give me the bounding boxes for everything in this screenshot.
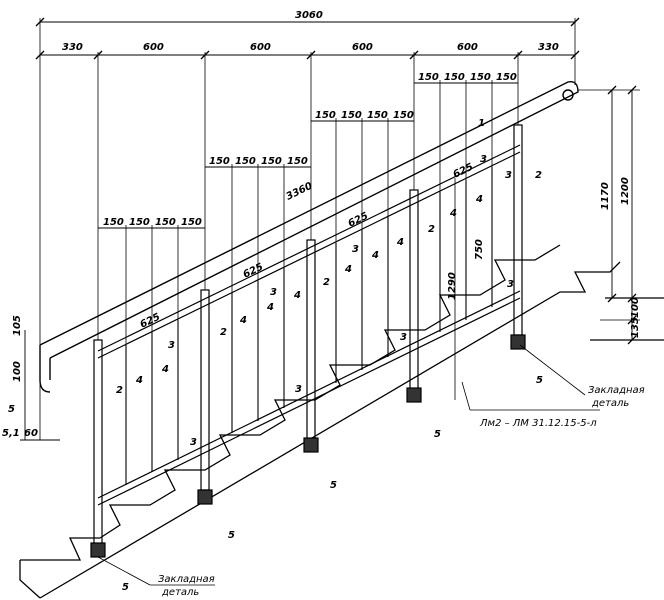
callout-baluster: 4 — [371, 250, 379, 261]
callout-embed: 5 — [536, 375, 543, 386]
dim-overall: 3060 — [295, 10, 323, 21]
callout-post: 2 — [428, 224, 435, 235]
spacing-label: 150 — [129, 217, 150, 228]
spacing-label: 150 — [287, 156, 308, 167]
callout-embed: 5 — [330, 480, 337, 491]
dim-seg-2: 600 — [143, 42, 164, 53]
note-reference: Лм2 – ЛМ 31.12.15-5-л — [479, 418, 597, 429]
spacing-label: 150 — [418, 72, 439, 83]
callout-embed: 5 — [228, 530, 235, 541]
spacing-label: 150 — [444, 72, 465, 83]
callout-rail: 3 — [507, 279, 514, 290]
callout-baluster: 4 — [266, 302, 274, 313]
dim-seg-5: 600 — [457, 42, 478, 53]
callout-baluster: 4 — [344, 264, 352, 275]
callout-baluster: 4 — [396, 237, 404, 248]
callout-baluster: 4 — [135, 375, 143, 386]
dimension-ticks — [35, 17, 637, 345]
spacing-label: 150 — [496, 72, 517, 83]
note-embedded-part: Закладная — [588, 385, 645, 396]
callout-handrail: 1 — [478, 118, 485, 129]
dim-height-total: 1200 — [620, 177, 631, 205]
spacing-label: 150 — [315, 110, 336, 121]
spacing-label: 150 — [341, 110, 362, 121]
dim-panel-4: 625 — [451, 162, 475, 181]
callout-embed: 5 — [122, 582, 129, 593]
callout-rail: 3 — [400, 332, 407, 343]
spacing-label: 150 — [155, 217, 176, 228]
dim-left-5: 5 — [8, 404, 15, 415]
dim-height-rail: 1170 — [600, 182, 611, 210]
dim-seg-3: 600 — [250, 42, 271, 53]
spacing-label: 150 — [235, 156, 256, 167]
callout-rail: 3 — [480, 154, 487, 165]
callout-embed: 5 — [434, 429, 441, 440]
note-embedded-part-bottom: Закладная — [158, 574, 215, 585]
embedded-parts — [90, 334, 526, 558]
dim-seg-1: 330 — [62, 42, 83, 53]
spacing-label: 150 — [367, 110, 388, 121]
dim-height-base: 100 — [630, 297, 641, 318]
dim-left-51: 5,1 — [2, 428, 20, 439]
callout-rail: 3 — [505, 170, 512, 181]
dim-left-100: 100 — [12, 361, 23, 382]
extension-lines — [39, 18, 640, 440]
callout-rail: 3 — [352, 244, 359, 255]
note-embedded-part-bottom-2: деталь — [161, 587, 199, 598]
balusters — [125, 167, 493, 485]
dim-rail-length: 3360 — [284, 181, 314, 203]
reference-leader — [97, 344, 600, 586]
dim-seg-6: 330 — [538, 42, 559, 53]
dim-left-105: 105 — [12, 315, 23, 336]
callout-post: 2 — [116, 385, 123, 396]
spacing-label: 150 — [181, 217, 202, 228]
callout-post: 2 — [220, 327, 227, 338]
callout-rail: 3 — [270, 287, 277, 298]
note-embedded-part-2: деталь — [591, 398, 629, 409]
callout-rail: 3 — [295, 384, 302, 395]
lower-rail — [97, 290, 521, 506]
callout-baluster: 4 — [293, 290, 301, 301]
spacing-label: 150 — [209, 156, 230, 167]
spacing-labels: 150 150 150 150 150 150 150 150 150 150 … — [103, 72, 517, 228]
upper-rail — [97, 144, 521, 359]
dim-left-60: 60 — [24, 428, 38, 439]
handrail — [39, 81, 579, 393]
spacing-label: 150 — [393, 110, 414, 121]
spacing-label: 150 — [261, 156, 282, 167]
spacing-label: 150 — [103, 217, 124, 228]
dim-height-base2: 135 — [630, 317, 641, 338]
callout-rail: 3 — [190, 437, 197, 448]
dim-panel-height: 750 — [474, 239, 485, 260]
callout-rail: 3 — [168, 340, 175, 351]
callout-baluster: 4 — [475, 194, 483, 205]
spacing-label: 150 — [470, 72, 491, 83]
callout-post: 2 — [535, 170, 542, 181]
dim-post-height: 1290 — [447, 272, 458, 300]
callout-baluster: 4 — [449, 208, 457, 219]
callout-baluster: 4 — [239, 315, 247, 326]
callout-baluster: 4 — [161, 364, 169, 375]
callout-post: 2 — [323, 277, 330, 288]
dim-seg-4: 600 — [352, 42, 373, 53]
